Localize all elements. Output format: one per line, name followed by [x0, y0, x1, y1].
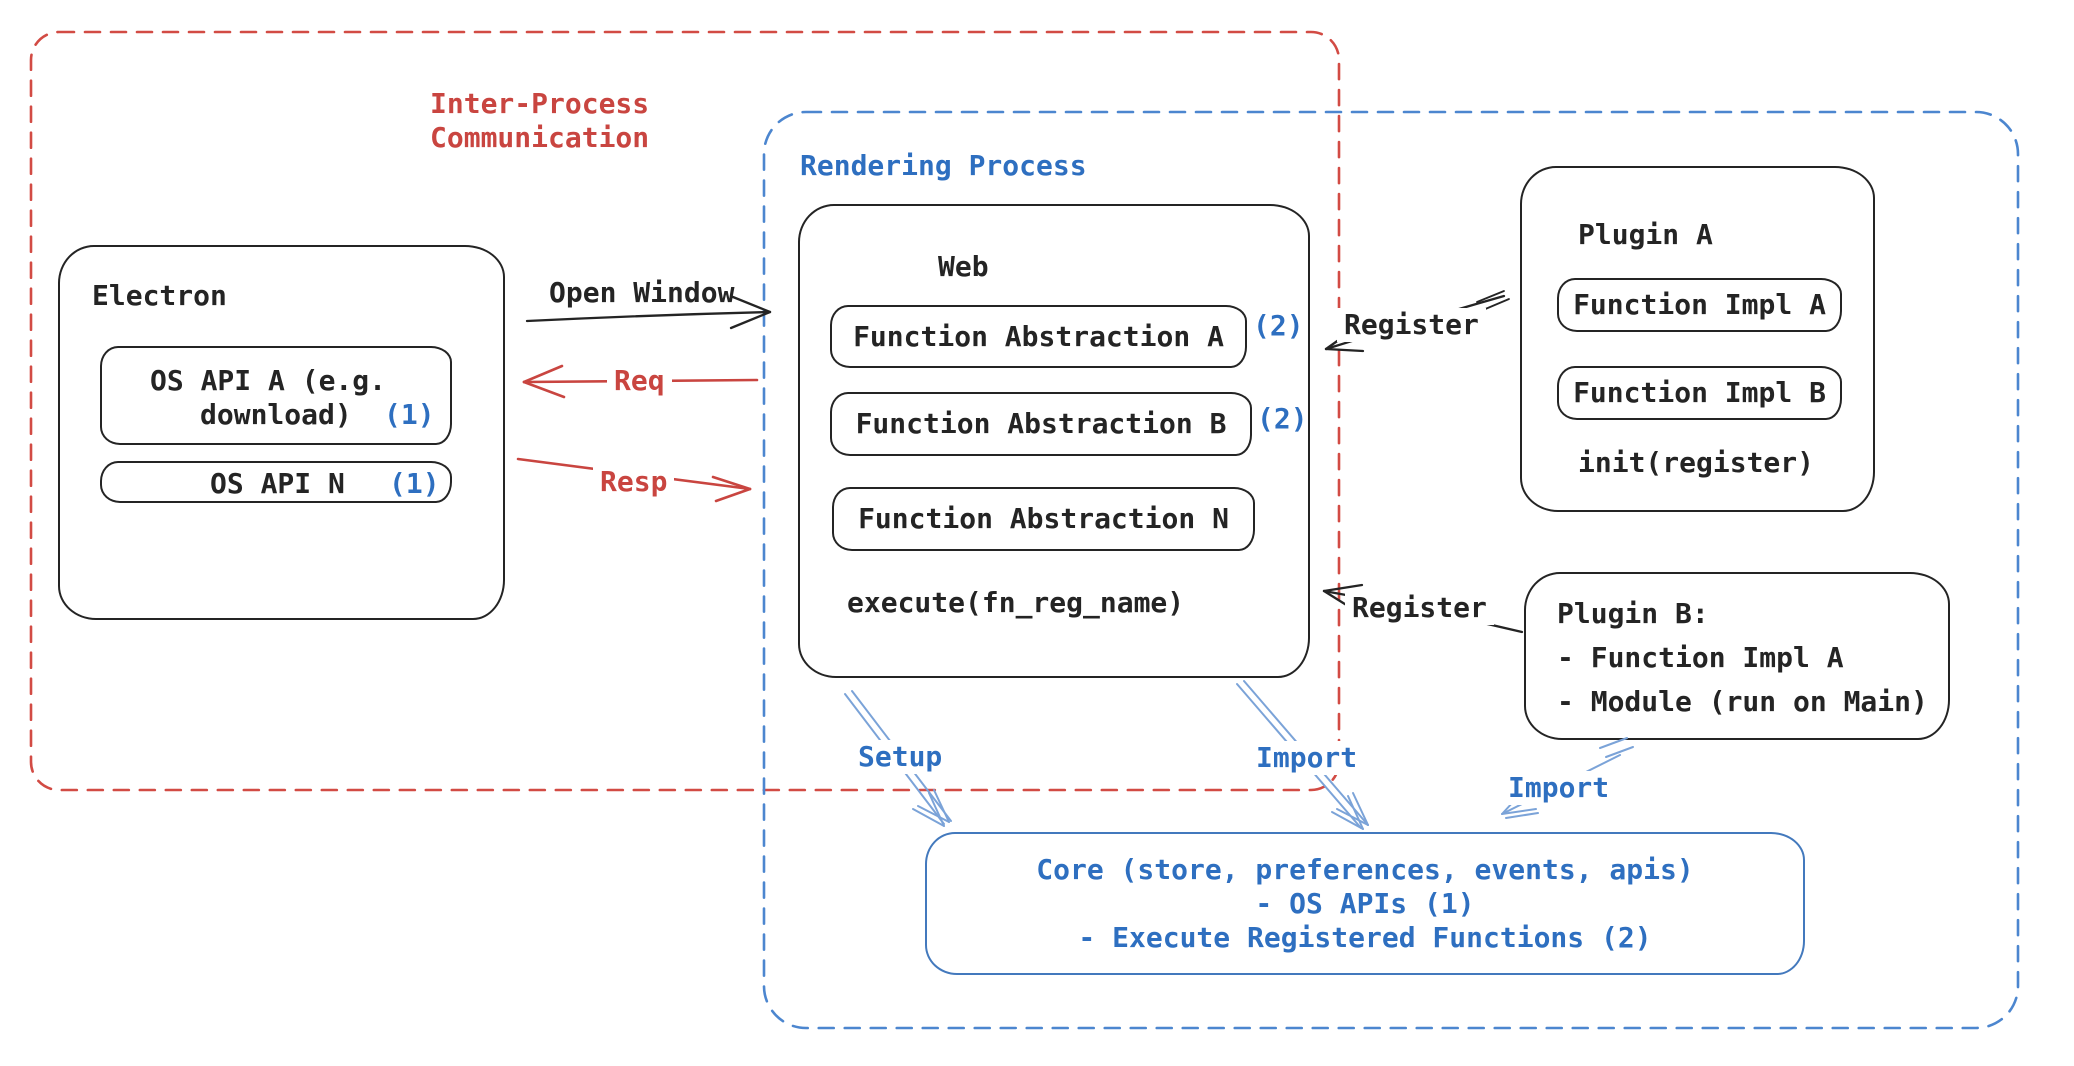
setup-label: Setup [851, 740, 950, 774]
register-top-label: Register [1337, 308, 1486, 342]
resp-label: Resp [593, 465, 675, 499]
os-api-n-badge: (1) [389, 467, 440, 500]
core-box: Core (store, preferences, events, apis) … [925, 832, 1805, 975]
os-api-a-line1: OS API A (e.g. [150, 364, 387, 397]
plugin-b-line-module: - Module (run on Main) [1557, 685, 1928, 718]
req-label: Req [607, 364, 672, 398]
plugin-b-box: Plugin B: - Function Impl A - Module (ru… [1524, 572, 1950, 740]
fa-b-count-badge: (2) [1257, 402, 1308, 435]
function-abstraction-a-label: Function Abstraction A [853, 319, 1224, 353]
import-right-label: Import [1501, 771, 1617, 805]
register-bottom-label: Register [1345, 591, 1494, 625]
plugin-a-box: Plugin A Function Impl A Function Impl B… [1520, 166, 1875, 512]
os-api-a-box: OS API A (e.g. download) (1) [100, 346, 452, 445]
function-abstraction-n-box: Function Abstraction N [832, 487, 1255, 551]
rendering-region-title: Rendering Process [800, 149, 1087, 182]
function-abstraction-n-label: Function Abstraction N [858, 502, 1229, 535]
core-line-2: - OS APIs (1) [1255, 887, 1475, 920]
os-api-n-label: OS API N [210, 467, 345, 500]
os-api-n-box: OS API N (1) [100, 461, 452, 503]
import-mid-label: Import [1249, 741, 1365, 775]
core-line-1: Core (store, preferences, events, apis) [1036, 853, 1694, 886]
electron-title: Electron [92, 279, 227, 312]
os-api-a-line2: download) [200, 398, 352, 431]
fa-a-count-badge: (2) [1253, 309, 1304, 342]
plugin-b-line-impl-a: - Function Impl A [1557, 641, 1844, 674]
open-window-label: Open Window [549, 276, 735, 309]
web-box: Web Function Abstraction A Function Abst… [798, 204, 1310, 678]
plugin-a-title: Plugin A [1578, 218, 1713, 251]
electron-box: Electron OS API A (e.g. download) (1) OS… [58, 245, 505, 620]
core-line-3: - Execute Registered Functions (2) [1078, 921, 1652, 954]
init-register-label: init(register) [1578, 446, 1815, 479]
function-abstraction-b-label: Function Abstraction B [855, 407, 1227, 440]
function-impl-a-box: Function Impl A [1557, 278, 1842, 332]
function-impl-b-box: Function Impl B [1557, 366, 1842, 420]
function-abstraction-a-box: Function Abstraction A [830, 305, 1247, 368]
plugin-b-title: Plugin B: [1557, 597, 1709, 630]
execute-label: execute(fn_reg_name) [847, 586, 1185, 619]
function-impl-a-label: Function Impl A [1573, 288, 1826, 321]
web-title: Web [938, 250, 989, 283]
function-abstraction-b-box: Function Abstraction B [830, 392, 1252, 456]
function-impl-b-label: Function Impl B [1573, 376, 1826, 409]
os-api-a-badge: (1) [384, 398, 435, 431]
